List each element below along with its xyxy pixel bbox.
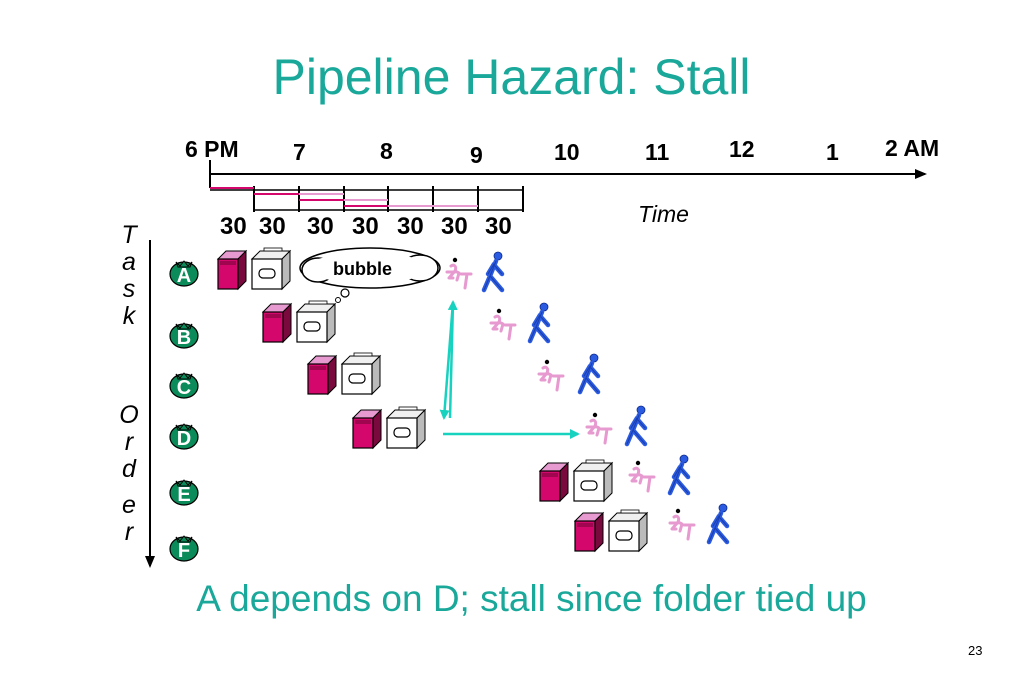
hour-label: 7 — [293, 139, 306, 165]
hour-label: 1 — [826, 139, 839, 165]
task-label: C — [177, 377, 191, 399]
dryer-icon — [251, 247, 291, 290]
dryer-icon — [386, 406, 426, 449]
segment-duration: 30 — [307, 213, 334, 240]
segment-duration: 30 — [441, 213, 468, 240]
hour-label: 9 — [470, 142, 483, 168]
axis-letter: T — [121, 221, 137, 249]
folder-person-icon — [489, 307, 517, 341]
stage-brackets — [210, 186, 524, 212]
walker-icon — [580, 354, 598, 392]
dependency-arrow-vertical-base — [439, 301, 455, 420]
axis-letter: d — [122, 455, 136, 483]
segment-duration: 30 — [485, 213, 512, 240]
hour-label: 8 — [380, 138, 393, 164]
axis-letter: e — [122, 491, 136, 519]
segment-duration: 30 — [352, 213, 379, 240]
dryer-icon — [573, 459, 613, 502]
dryer-icon — [608, 509, 648, 552]
time-axis-label: Time — [638, 201, 689, 227]
hour-label: 12 — [729, 136, 755, 162]
segment-duration: 30 — [259, 213, 286, 240]
walker-icon — [670, 455, 688, 493]
walker-icon — [627, 406, 645, 444]
washer-icon — [262, 303, 292, 343]
axis-letter: O — [119, 401, 139, 429]
bubble-label: bubble — [333, 259, 392, 279]
hour-label: 11 — [645, 139, 670, 165]
folder-person-icon — [628, 459, 656, 493]
washer-icon — [352, 409, 382, 449]
folder-person-icon — [585, 411, 613, 445]
bubble-cloud — [299, 247, 441, 303]
dryer-icon — [341, 352, 381, 395]
axis-letter: r — [124, 428, 134, 456]
page-number: 23 — [968, 643, 983, 658]
hour-label: 10 — [554, 139, 580, 165]
stage-colored-bars — [210, 187, 478, 207]
segment-duration: 30 — [397, 213, 424, 240]
task-label: B — [177, 327, 191, 349]
walker-icon — [709, 504, 727, 542]
hour-label: 2 AM — [885, 135, 940, 161]
axis-letter: a — [122, 248, 136, 276]
axis-letter: s — [122, 275, 136, 303]
dryer-icon — [296, 300, 336, 343]
folder-person-icon — [668, 507, 696, 541]
folder-person-icon — [445, 256, 473, 290]
walker-icon — [484, 252, 502, 290]
hour-label: 6 PM — [185, 136, 239, 162]
washer-icon — [217, 250, 247, 290]
slide-caption: A depends on D; stall since folder tied … — [196, 578, 867, 619]
slide-title: Pipeline Hazard: Stall — [272, 49, 751, 105]
task-label: D — [177, 428, 191, 450]
washer-icon — [539, 462, 569, 502]
axis-letter: k — [122, 302, 136, 330]
task-label: F — [178, 540, 190, 562]
task-label: E — [177, 484, 190, 506]
task-label: A — [177, 265, 191, 287]
folder-person-icon — [537, 358, 565, 392]
segment-duration: 30 — [220, 213, 247, 240]
washer-icon — [307, 355, 337, 395]
washer-icon — [574, 512, 604, 552]
axis-letter: r — [124, 518, 134, 546]
walker-icon — [530, 303, 548, 341]
